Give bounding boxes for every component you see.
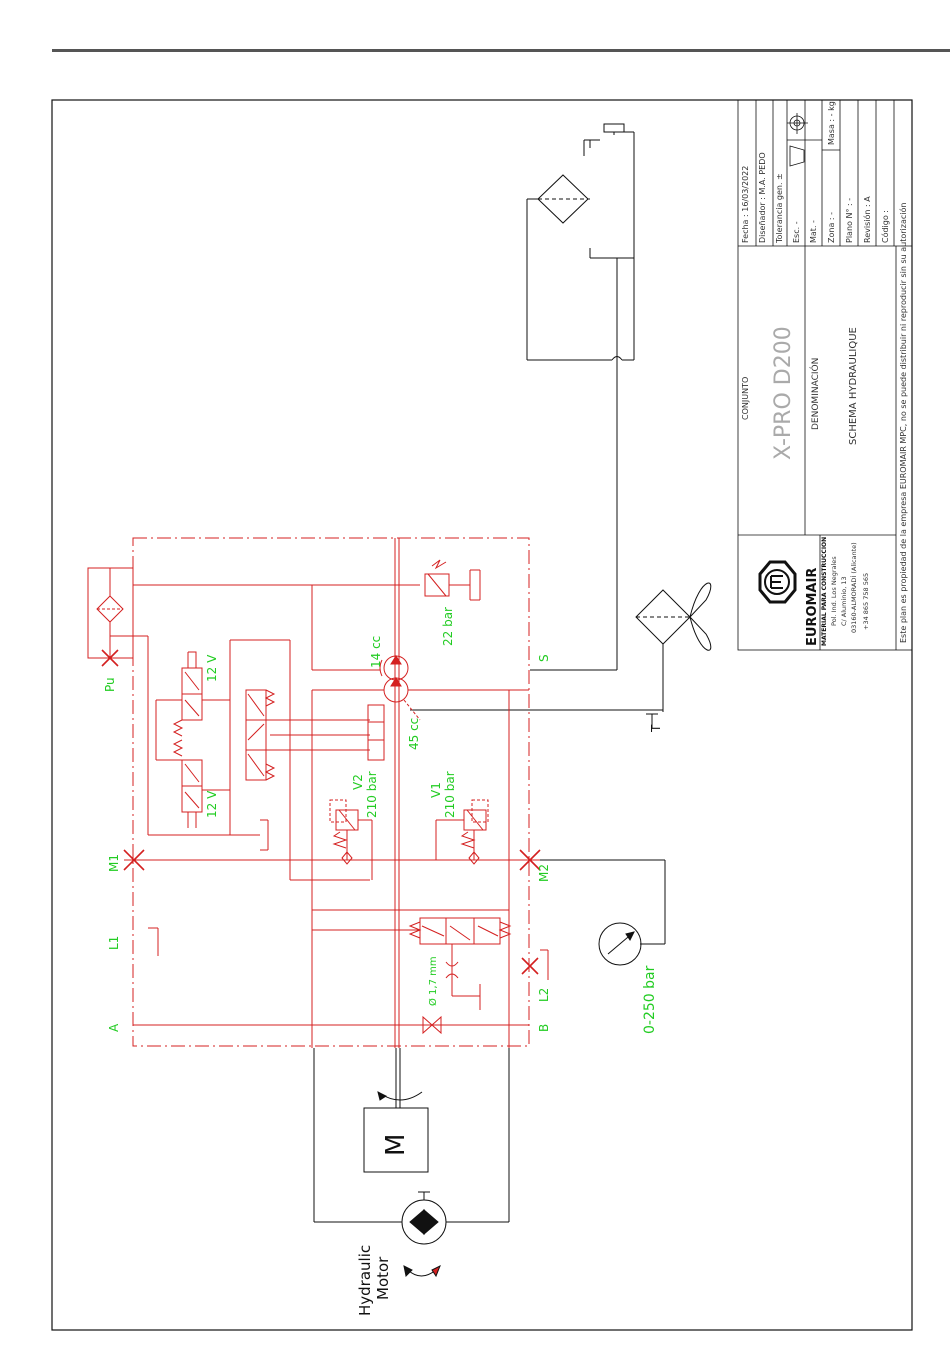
title-block-text: Fecha : 16/03/2022 Diseñador : M.A. PEDO… <box>741 101 908 643</box>
tb-tolerancia: Tolerancia gen. ± <box>775 173 784 244</box>
label-v2: V2 <box>351 774 365 790</box>
label-v1: V1 <box>429 782 443 798</box>
tb-masa: Masa : - kg <box>827 101 836 145</box>
label-gauge-range: 0-250 bar <box>642 965 658 1034</box>
tb-zona: Zona : - <box>827 212 836 243</box>
tb-denominacion-label: DENOMINACIÓN <box>809 358 821 430</box>
header-rule <box>52 49 950 52</box>
valve-block-outline <box>132 537 530 1047</box>
company-name: EUROMAIR <box>805 568 820 646</box>
label-v2-pressure: 210 bar <box>365 771 379 818</box>
label-s: S <box>537 654 551 662</box>
label-v1-pressure: 210 bar <box>443 771 457 818</box>
tb-disclaimer: Este plan es propiedad de la empresa EUR… <box>898 203 908 643</box>
load-sensing-valve <box>419 917 501 945</box>
drawing-frame <box>51 99 913 1331</box>
company-tagline: MATERIAL PARA CONSTRUCCION <box>821 537 828 646</box>
label-a: A <box>107 1023 121 1032</box>
label-t: T <box>649 724 663 733</box>
label-solenoid-top: 12 V <box>205 654 219 682</box>
label-l1: L1 <box>107 936 121 950</box>
hydraulic-block <box>87 537 549 1048</box>
company-logo <box>758 560 797 604</box>
address-line-1: Pol. Ind. Los Negrales <box>830 556 838 626</box>
label-pump-14cc: 14 cc <box>369 636 383 668</box>
company-text: EUROMAIR MATERIAL PARA CONSTRUCCION Pol.… <box>805 537 870 646</box>
tb-codigo: Código : <box>880 210 890 243</box>
check-shuttle-ab <box>422 1015 442 1035</box>
address-line-3: 03160-ALMORADÍ (Alicante) <box>849 542 858 633</box>
pressure-gauge <box>598 922 642 966</box>
label-pu: Pu <box>103 677 117 692</box>
port-labels: Pu M1 M2 L1 L2 A B S V2 210 bar V1 210 b… <box>103 607 658 1034</box>
address-line-2: C/ Aluminio, 13 <box>840 576 848 626</box>
label-m1: M1 <box>107 854 121 872</box>
tb-escala: Esc. - <box>792 221 801 243</box>
return-filter <box>537 174 589 224</box>
label-l2: L2 <box>537 988 551 1002</box>
main-directional-valve <box>245 689 267 781</box>
label-electric-motor: M <box>381 1134 411 1156</box>
label-m2: M2 <box>537 864 551 882</box>
title-block <box>737 99 913 651</box>
external-circuit <box>313 123 712 1278</box>
tb-fecha: Fecha : 16/03/2022 <box>741 166 750 243</box>
tb-conjunto-value: X-PRO D200 <box>771 326 796 460</box>
equipment-labels: Hydraulic Motor M T <box>356 724 663 1316</box>
label-pump-45cc: 45 cc <box>407 718 421 750</box>
tb-conjunto-label: CONJUNTO <box>741 377 750 420</box>
tb-disenador: Diseñador : M.A. PEDO <box>758 152 767 243</box>
tb-denominacion-value: SCHEMA HYDRAULIQUE <box>848 327 859 445</box>
tb-mat: Mat. - <box>809 220 818 243</box>
tb-plano: Plano N° : - <box>845 198 854 243</box>
label-orifice: Ø 1,7 mm <box>427 956 439 1006</box>
label-relief-22bar: 22 bar <box>441 607 455 646</box>
tb-revision: Revisión : A <box>862 196 872 243</box>
phone-number: +34 865 758 565 <box>862 573 870 630</box>
label-motor: Motor <box>374 1256 392 1300</box>
label-solenoid-bottom: 12 V <box>205 790 219 818</box>
label-hydraulic: Hydraulic <box>356 1245 374 1316</box>
label-b: B <box>537 1024 551 1032</box>
